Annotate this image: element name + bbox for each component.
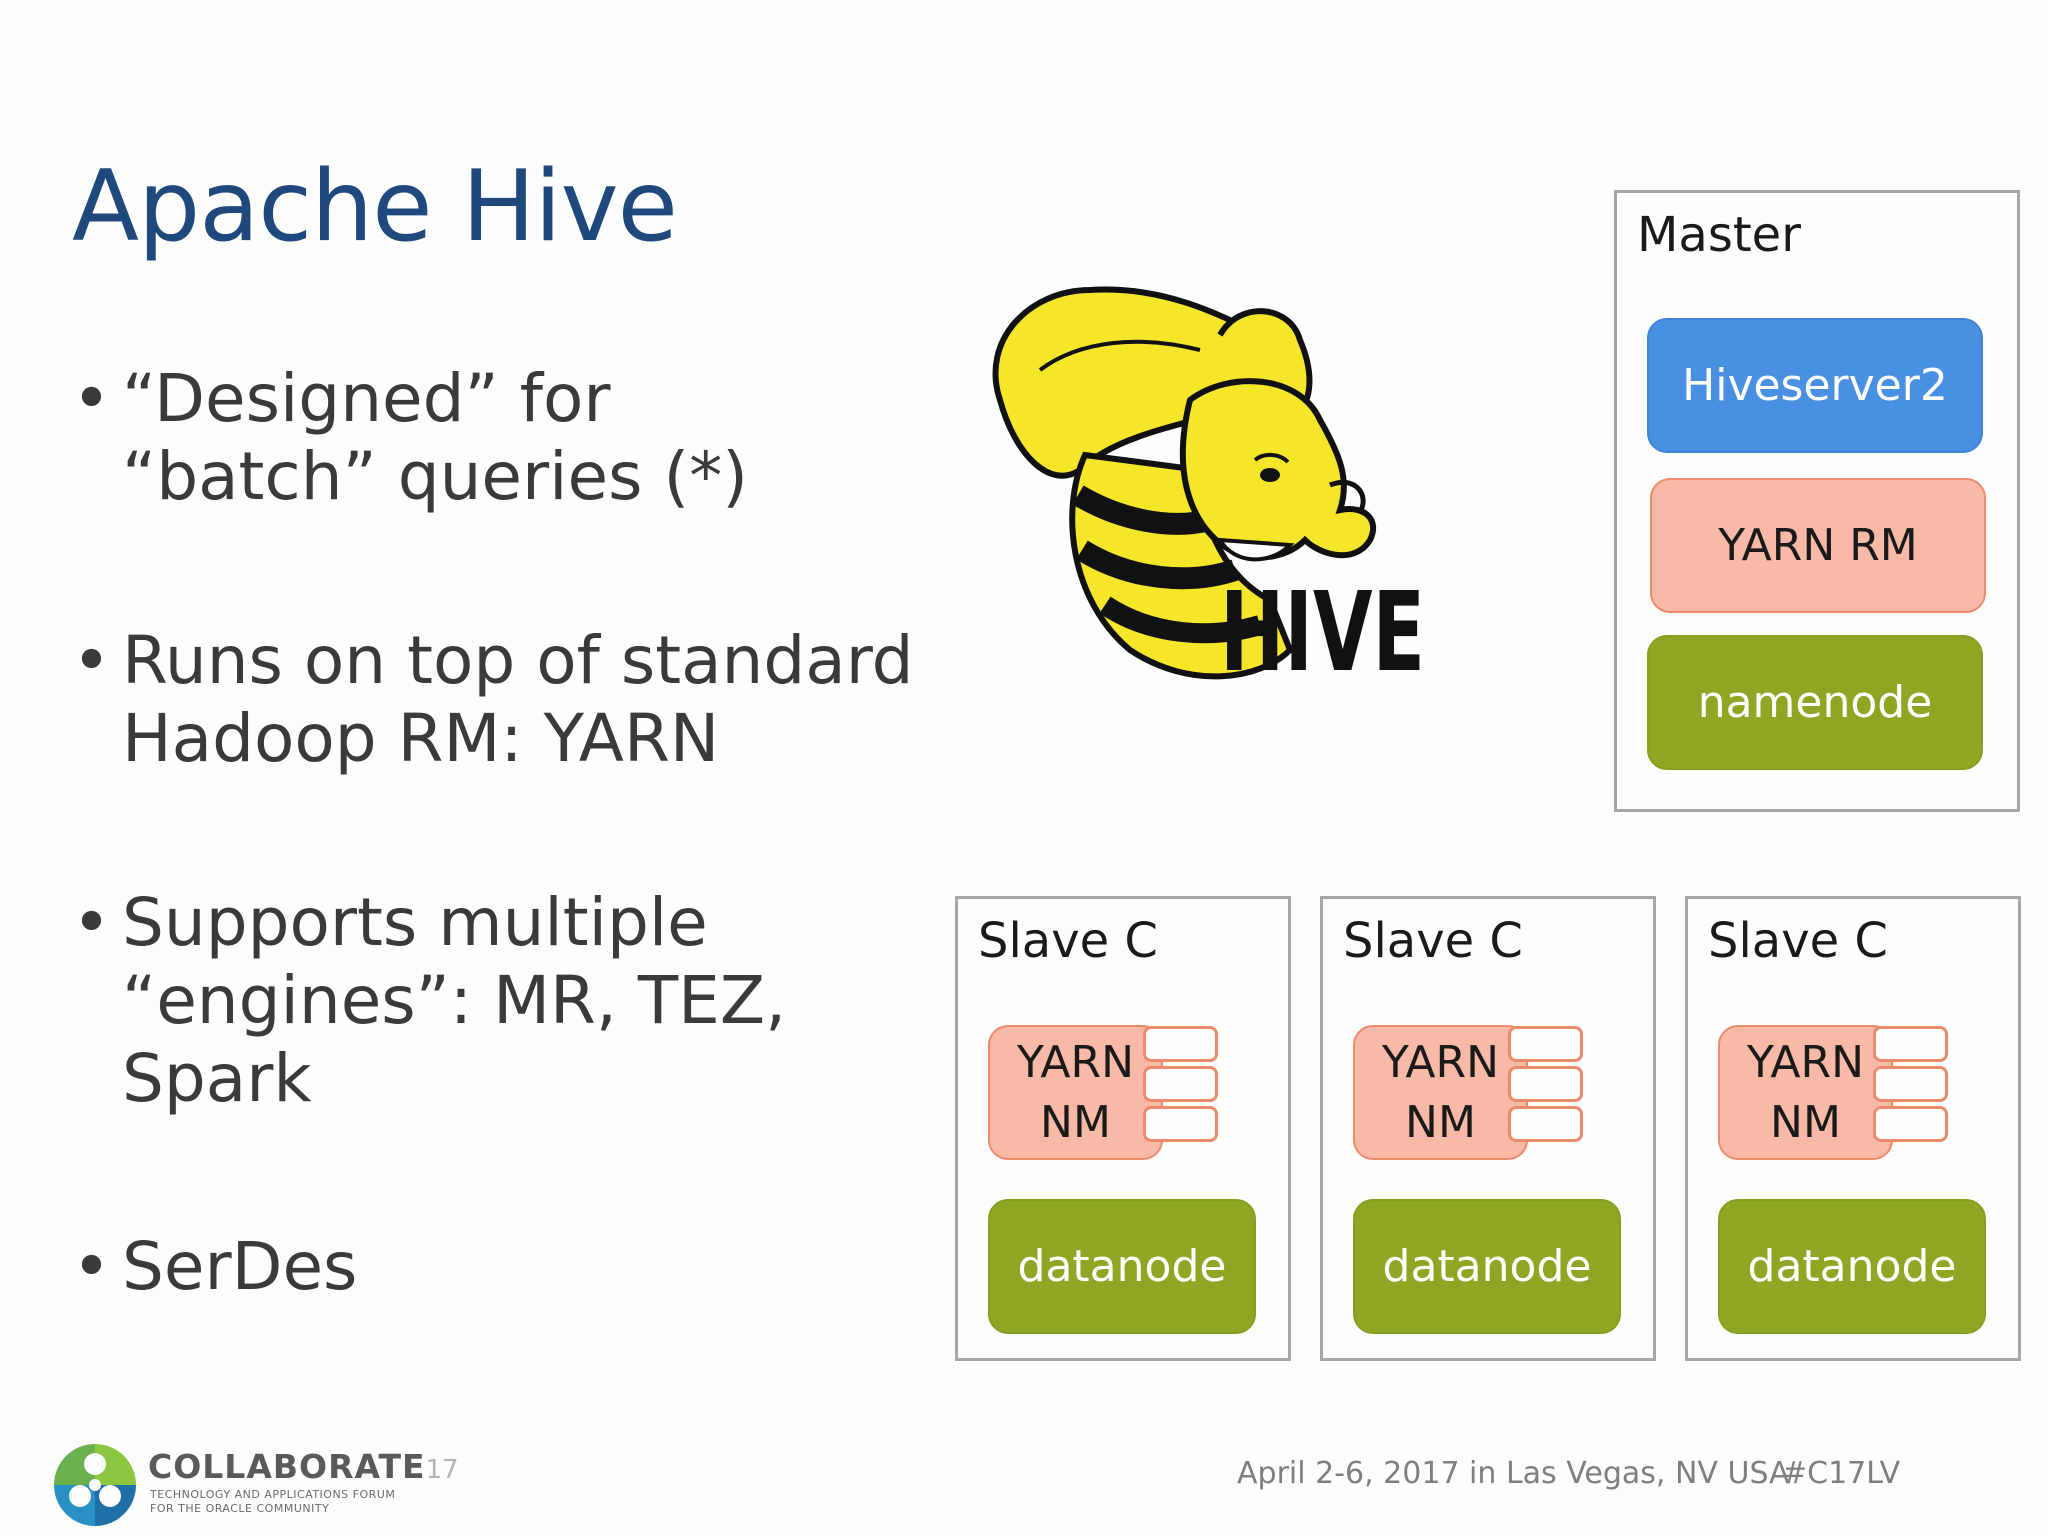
bullet-text: Runs on top of standard Hadoop RM: YARN [122, 622, 914, 777]
yarn-nm-box: YARN NM [1718, 1025, 1893, 1160]
container-slot [1873, 1066, 1948, 1102]
slave-label: Slave C [1708, 913, 1888, 969]
container-slot [1143, 1026, 1218, 1062]
datanode-box: datanode [1718, 1199, 1986, 1334]
slave-panel: Slave C YARN NM datanode [1320, 896, 1656, 1361]
hive-logo: HIVE [970, 280, 1440, 720]
datanode-box: datanode [988, 1199, 1256, 1334]
container-slot [1873, 1026, 1948, 1062]
container-slot [1873, 1106, 1948, 1142]
bullet-text: SerDes [122, 1228, 358, 1305]
collaborate-wordmark: COLLABORATE17 [148, 1447, 459, 1486]
slave-label: Slave C [1343, 913, 1523, 969]
slave-panel: Slave C YARN NM datanode [1685, 896, 2021, 1361]
hiveserver2-box: Hiveserver2 [1647, 318, 1983, 453]
master-panel: Master Hiveserver2 YARN RM namenode [1614, 190, 2020, 812]
event-info: April 2-6, 2017 in Las Vegas, NV USA [1237, 1456, 1790, 1491]
brand-number: 17 [425, 1455, 459, 1485]
brand-tagline: TECHNOLOGY AND APPLICATIONS FORUM FOR TH… [150, 1488, 396, 1515]
yarn-nm-box: YARN NM [988, 1025, 1163, 1160]
brand-word: COLLABORATE [148, 1447, 426, 1486]
container-slot [1508, 1026, 1583, 1062]
yarn-rm-box: YARN RM [1650, 478, 1986, 613]
bullet-dot: • [72, 622, 111, 699]
slave-panel: Slave C YARN NM datanode [955, 896, 1291, 1361]
bullet-dot: • [72, 360, 111, 437]
hive-elephant-bee-icon: HIVE [992, 286, 1425, 696]
hive-wordmark: HIVE [1220, 568, 1425, 696]
master-label: Master [1637, 207, 1801, 263]
namenode-box: namenode [1647, 635, 1983, 770]
slave-label: Slave C [978, 913, 1158, 969]
bullet-dot: • [72, 884, 111, 961]
bullet-dot: • [72, 1228, 111, 1305]
collaborate-logo-icon [50, 1440, 140, 1530]
slide-title: Apache Hive [72, 150, 678, 264]
bullet-text: Supports multiple “engines”: MR, TEZ, Sp… [122, 884, 787, 1117]
container-slot [1143, 1066, 1218, 1102]
datanode-box: datanode [1353, 1199, 1621, 1334]
bullet-text: “Designed” for “batch” queries (*) [122, 360, 748, 515]
container-slot [1508, 1066, 1583, 1102]
container-slot [1143, 1106, 1218, 1142]
yarn-nm-box: YARN NM [1353, 1025, 1528, 1160]
event-hashtag: #C17LV [1782, 1456, 1901, 1491]
container-slot [1508, 1106, 1583, 1142]
